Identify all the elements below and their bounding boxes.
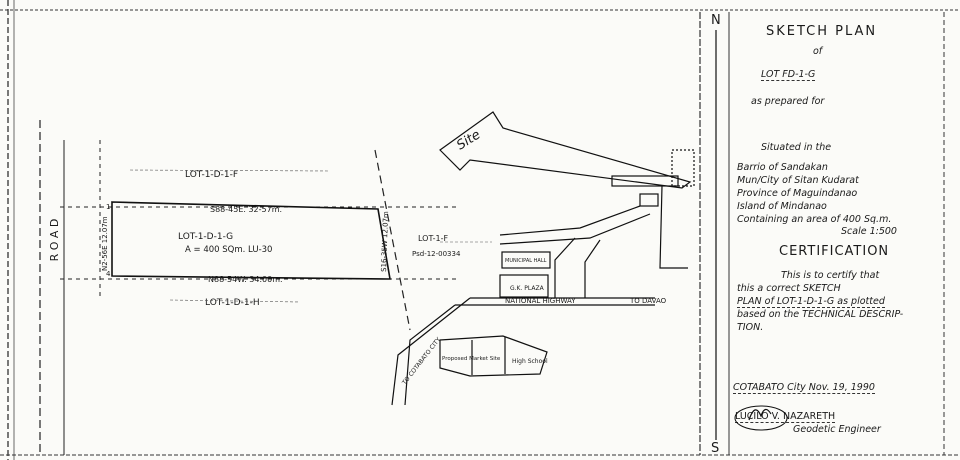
panel-situated: Situated in the: [761, 142, 832, 153]
compass-north: N: [711, 13, 721, 28]
lot-bottom-label: LOT-1-D-1-H: [205, 298, 260, 308]
bearing-right: S16-35W 12.07m: [380, 211, 390, 272]
cert-title: CERTIFICATION: [779, 244, 890, 259]
highway-label: NATIONAL HIGHWAY: [505, 297, 576, 305]
corner-1: 1: [106, 203, 110, 211]
panel-prepared-for: as prepared for: [751, 96, 825, 107]
panel-title: SKETCH PLAN: [766, 24, 878, 39]
lot-main-label: LOT-1-D-1-G: [178, 232, 233, 242]
panel-province: Province of Maguindanao: [737, 188, 858, 199]
panel-area: Containing an area of 400 Sq.m.: [737, 214, 892, 225]
title-block: SKETCH PLAN of LOT FD-1-G as prepared fo…: [731, 14, 943, 454]
gk-plaza-label: G.K. PLAZA: [510, 285, 545, 292]
cert-line-3: PLAN of LOT-1-D-1-G as plotted: [737, 296, 885, 308]
bearing-bottom: N88-54W. 34.00m.: [208, 275, 283, 284]
to-davao-label: TO DAVAO: [629, 297, 667, 305]
panel-scale: Scale 1:500: [841, 226, 897, 237]
compass-south: S: [711, 441, 719, 456]
place-date: COTABATO City Nov. 19, 1990: [733, 382, 875, 394]
cert-line-1: This is to certify that: [781, 270, 880, 281]
cert-line-2: this a correct SKETCH: [737, 283, 841, 294]
panel-island: Island of Mindanao: [737, 201, 827, 212]
cert-line-4: based on the TECHNICAL DESCRIP-: [737, 309, 904, 320]
municipal-hall-label: MUNICIPAL HALL: [505, 258, 547, 264]
bearing-left: N2-56E 12.07m: [101, 216, 109, 271]
lot-top-label: LOT-1-D-1-F: [185, 170, 238, 180]
road-label: R O A D: [48, 219, 61, 262]
panel-of: of: [813, 46, 823, 57]
lot-1-d-1-g-parcel: [111, 201, 391, 280]
lot-right-label: LOT-1-F: [418, 234, 448, 243]
lot-main-area: A = 400 SQm. LU-30: [185, 245, 272, 255]
signature-mark: [734, 405, 788, 431]
panel-lot: LOT FD-1-G: [761, 69, 816, 81]
cert-line-5: TION.: [737, 322, 764, 333]
vicinity-map: [391, 111, 695, 406]
panel-barrio: Barrio of Sandakan: [737, 162, 828, 173]
corner-4: 4: [106, 270, 111, 278]
engineer-title: Geodetic Engineer: [793, 424, 881, 435]
panel-mun: Mun/City of Sitan Kudarat: [737, 175, 859, 186]
proposed-market-label: Proposed Market Site: [442, 356, 501, 362]
bearing-top: S88-45E. 32-57m.: [210, 205, 282, 214]
lot-right-sub: Psd-12-00334: [412, 250, 461, 258]
high-school-label: High School: [512, 358, 548, 365]
